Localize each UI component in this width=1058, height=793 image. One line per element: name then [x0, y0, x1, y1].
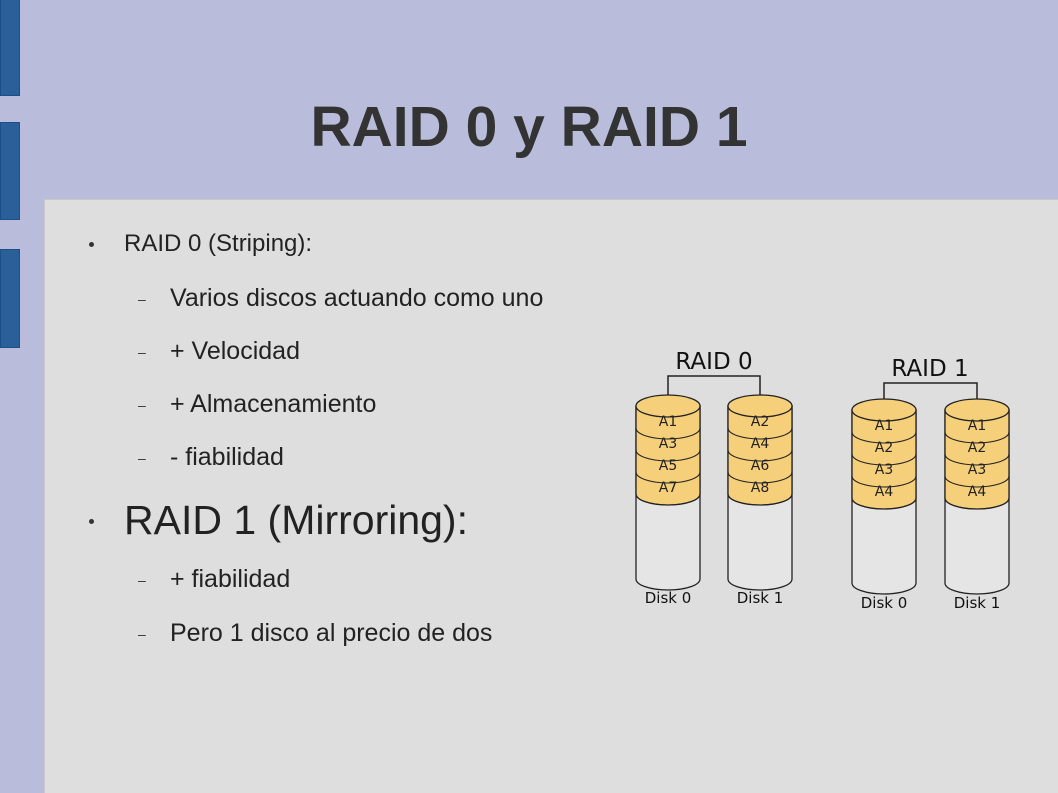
dash-marker: – [138, 344, 146, 360]
block-separator [851, 453, 917, 466]
block-separator [851, 475, 917, 488]
block-separator [944, 431, 1010, 444]
block-separator [944, 475, 1010, 488]
sub-item: Varios discos actuando como uno [170, 284, 544, 312]
block-separator [635, 471, 701, 484]
bullet-dot [89, 242, 94, 247]
dash-marker: – [138, 450, 146, 466]
block-label: A5 [659, 458, 677, 474]
dash-marker: – [138, 291, 146, 307]
block-label: A6 [751, 458, 770, 474]
slide-title: RAID 0 y RAID 1 [310, 95, 748, 159]
disk-label: Disk 0 [645, 589, 692, 607]
block-label: A1 [875, 418, 893, 434]
raid1-bracket [883, 382, 978, 399]
block-label: A1 [659, 414, 677, 430]
bullet-raid1: RAID 1 (Mirroring): [124, 497, 468, 543]
raid0-label: RAID 0 [675, 349, 752, 375]
sub-item: + Almacenamiento [170, 390, 377, 418]
block-separator [635, 493, 701, 506]
block-separator [635, 449, 701, 462]
bullet-raid0: RAID 0 (Striping): [124, 230, 313, 257]
sub-item: Pero 1 disco al precio de dos [170, 619, 493, 647]
block-label: A3 [875, 462, 893, 478]
block-label: A2 [875, 440, 893, 456]
block-separator [944, 453, 1010, 466]
block-label: A4 [968, 484, 987, 500]
block-label: A4 [875, 484, 894, 500]
block-separator [944, 497, 1010, 510]
block-separator [727, 427, 793, 440]
block-separator [727, 471, 793, 484]
sub-item: + Velocidad [170, 337, 300, 365]
decorative-bar [0, 122, 20, 220]
sub-item: + fiabilidad [170, 565, 291, 593]
disk-label: Disk 0 [861, 594, 908, 612]
disk-label: Disk 1 [737, 589, 784, 607]
block-label: A8 [751, 480, 769, 496]
dash-marker: – [138, 626, 146, 642]
decorative-bar [0, 0, 20, 96]
bullet-dot [89, 519, 94, 524]
block-label: A1 [968, 418, 986, 434]
block-label: A2 [751, 414, 769, 430]
block-label: A7 [659, 480, 677, 496]
decorative-bar [0, 249, 20, 348]
disk-top [944, 398, 1010, 422]
disk-top [727, 394, 793, 418]
block-label: A3 [968, 462, 986, 478]
block-label: A4 [751, 436, 770, 452]
sub-item: - fiabilidad [170, 443, 284, 471]
block-label: A3 [659, 436, 677, 452]
block-separator [727, 449, 793, 462]
block-separator [851, 497, 917, 510]
raid1-label: RAID 1 [891, 356, 968, 382]
disk-top [851, 398, 917, 422]
disk-label: Disk 1 [954, 594, 1001, 612]
block-separator [727, 493, 793, 506]
block-label: A2 [968, 440, 986, 456]
block-separator [851, 431, 917, 444]
raid0-bracket [667, 375, 761, 395]
dash-marker: – [138, 572, 146, 588]
disk-top [635, 394, 701, 418]
block-separator [635, 427, 701, 440]
dash-marker: – [138, 397, 146, 413]
